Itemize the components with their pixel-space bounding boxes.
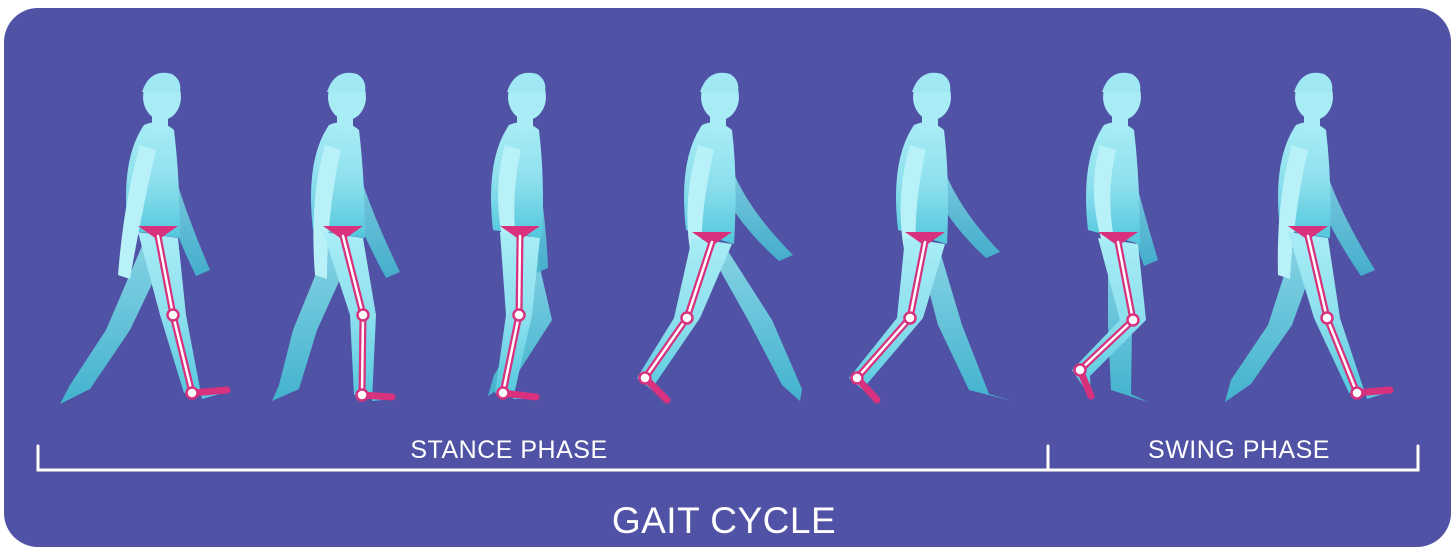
stance-phase-label: STANCE PHASE — [384, 436, 634, 465]
gait-cycle-label: GAIT CYCLE — [524, 500, 924, 542]
gait-cycle-panel: STANCE PHASE SWING PHASE GAIT CYCLE — [4, 8, 1451, 547]
phase-brackets — [4, 8, 1451, 547]
swing-phase-label: SWING PHASE — [1114, 436, 1364, 465]
